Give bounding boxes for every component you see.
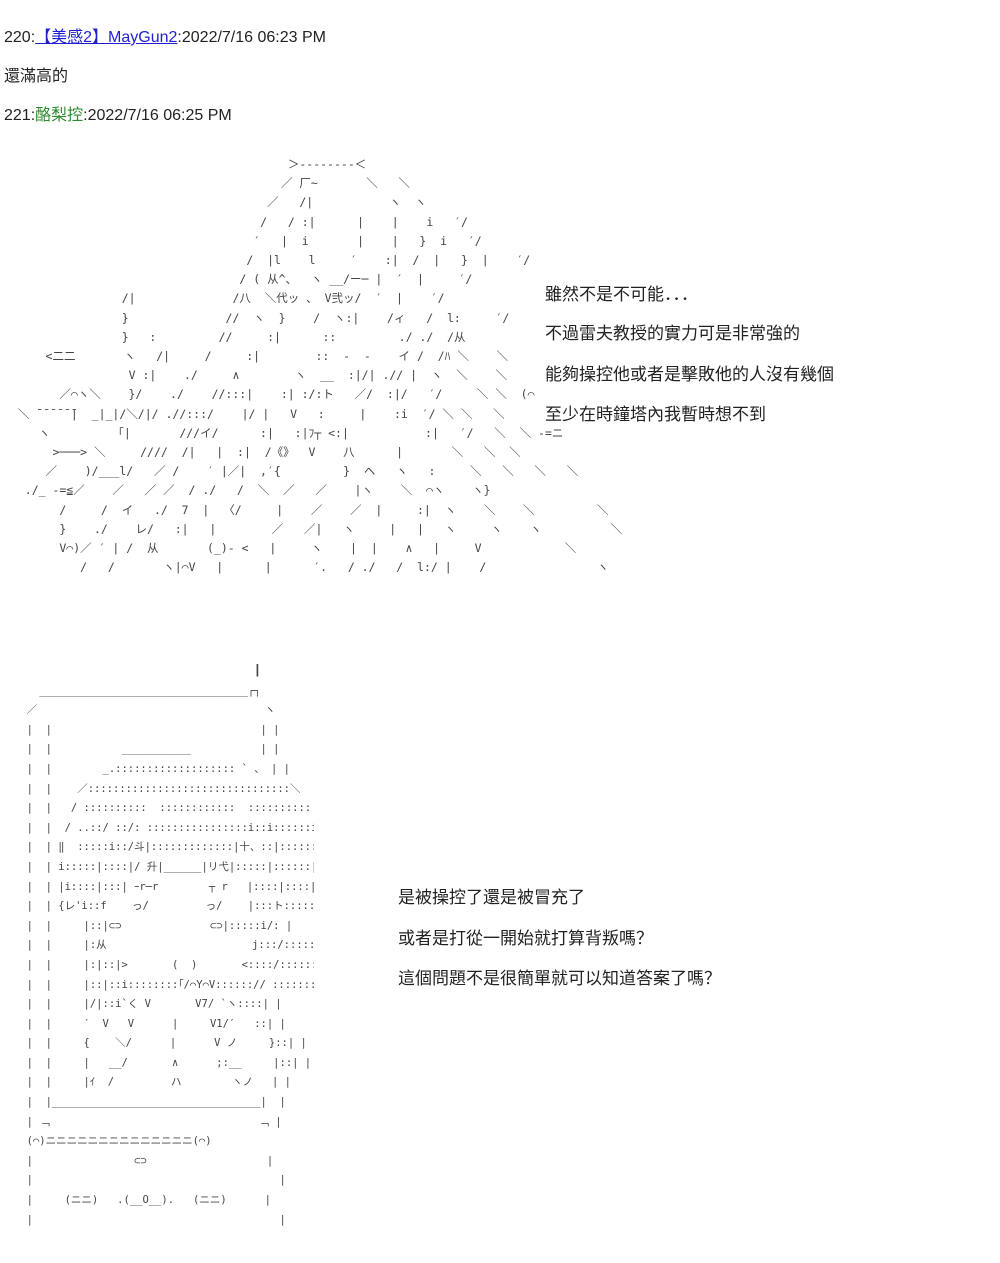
poster-name-link[interactable]: 【美感2】MayGun2 <box>35 29 178 46</box>
ascii-art-phone: ┃ _________________________________┌┐ ／ … <box>26 665 314 1226</box>
dialogue-line: 能夠操控他或者是擊敗他的人沒有幾個 <box>545 365 834 384</box>
post-number: 220: <box>4 29 36 46</box>
dialogue-line: 或者是打從一開始就打算背叛嗎？ <box>398 929 653 948</box>
post-number: 221: <box>4 107 36 124</box>
dialogue-line: 雖然不是不可能．．． <box>545 285 698 304</box>
ascii-art-character: ＞--------＜ ／ 厂~ ＼ ＼ ／ /| ヽ ヽ / / :| | | … <box>17 157 623 575</box>
post-datetime: :2022/7/16 06:25 PM <box>83 107 232 124</box>
dialogue-line: 這個問題不是很簡單就可以知道答案了嗎？ <box>398 969 721 988</box>
post-220-body: 還滿高的 <box>4 68 69 85</box>
dialogue-line: 至少在時鐘塔內我暫時想不到 <box>545 405 766 424</box>
dialogue-line: 不過雷夫教授的實力可是非常強的 <box>545 324 800 343</box>
post-221-header: 221:酪梨控:2022/7/16 06:25 PM <box>4 106 232 126</box>
poster-name: 酪梨控 <box>35 107 84 124</box>
post-datetime: :2022/7/16 06:23 PM <box>177 29 326 46</box>
post-220-header: 220:【美感2】MayGun2:2022/7/16 06:23 PM <box>4 28 326 48</box>
dialogue-line: 是被操控了還是被冒充了 <box>398 888 585 907</box>
